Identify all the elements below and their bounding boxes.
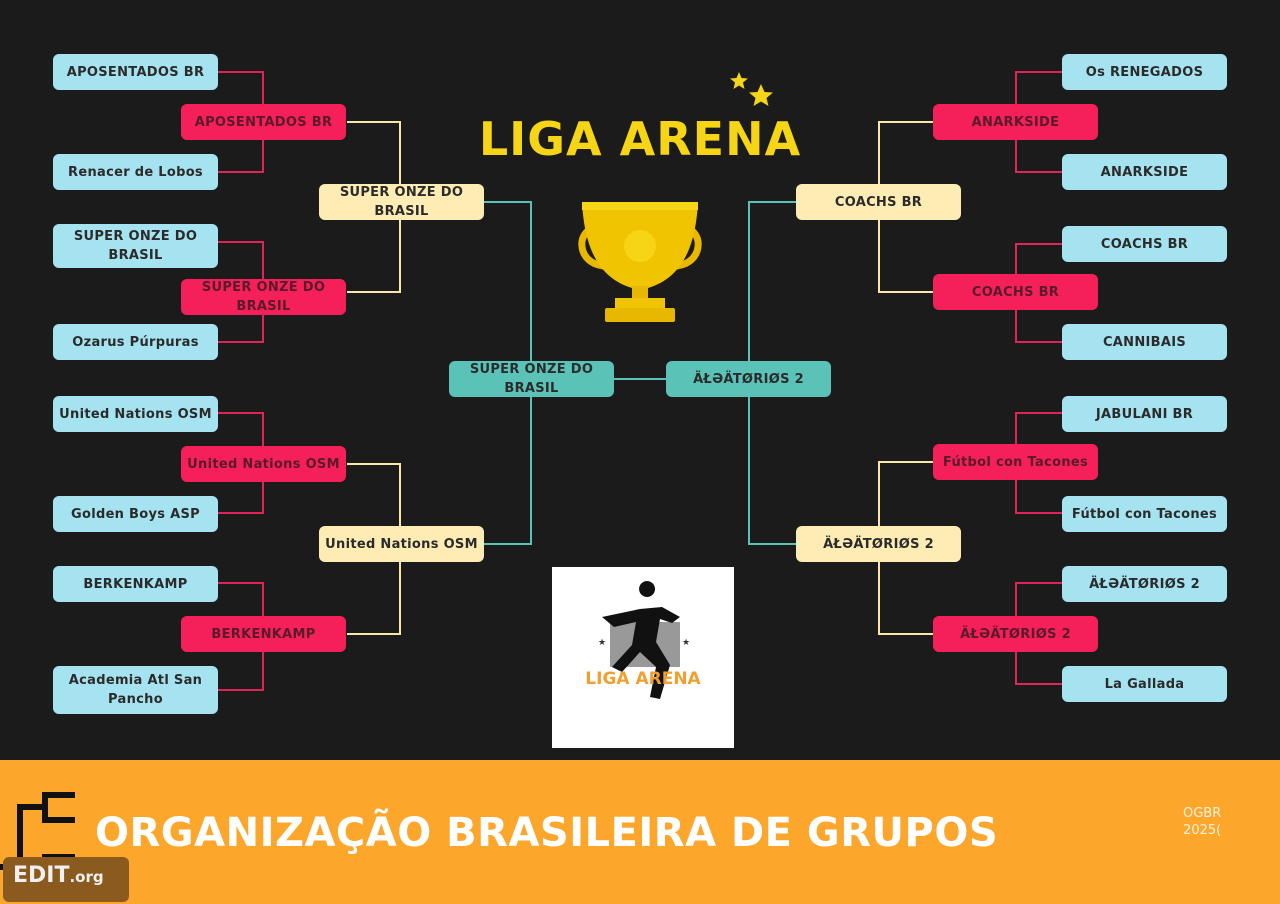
team-slot[interactable]: La Gallada <box>1062 666 1227 702</box>
round2-slot[interactable]: SUPER ONZE DO BRASIL <box>181 279 346 315</box>
page-title: LIGA ARENA <box>478 112 802 166</box>
team-slot[interactable]: APOSENTADOS BR <box>53 54 218 90</box>
round2-slot[interactable]: ANARKSIDE <box>933 104 1098 140</box>
quarter-slot[interactable]: ÄŁƏÄTØRIØS 2 <box>796 526 961 562</box>
footer-note: OGBR 2025( <box>1183 805 1221 839</box>
team-slot[interactable]: COACHS BR <box>1062 226 1227 262</box>
team-slot[interactable]: JABULANI BR <box>1062 396 1227 432</box>
team-slot[interactable]: Fútbol con Tacones <box>1062 496 1227 532</box>
player-silhouette-icon: ★★ <box>598 581 690 699</box>
trophy-icon <box>578 202 702 322</box>
footer-banner: ORGANIZAÇÃO BRASILEIRA DE GRUPOS OGBR 202… <box>0 760 1280 904</box>
bracket-icon <box>0 792 75 885</box>
team-slot[interactable]: Os RENEGADOS <box>1062 54 1227 90</box>
team-slot[interactable]: SUPER ONZE DO BRASIL <box>53 224 218 268</box>
quarter-slot[interactable]: SUPER ONZE DO BRASIL <box>319 184 484 220</box>
team-slot[interactable]: Academia Atl San Pancho <box>53 666 218 714</box>
watermark-text: EDIT <box>13 863 70 888</box>
edit-org-watermark: EDIT.org <box>3 857 129 902</box>
bracket-lines <box>218 71 1062 691</box>
round2-slot[interactable]: Fútbol con Tacones <box>933 444 1098 480</box>
semi-slot[interactable]: SUPER ONZE DO BRASIL <box>449 361 614 397</box>
team-slot[interactable]: ÄŁƏÄTØRIØS 2 <box>1062 566 1227 602</box>
quarter-slot[interactable]: United Nations OSM <box>319 526 484 562</box>
team-slot[interactable]: ANARKSIDE <box>1062 154 1227 190</box>
stars-icon <box>730 72 773 106</box>
team-slot[interactable]: CANNIBAIS <box>1062 324 1227 360</box>
watermark-suffix: .org <box>69 868 104 886</box>
round2-slot[interactable]: BERKENKAMP <box>181 616 346 652</box>
note-line: OGBR <box>1183 806 1222 821</box>
logo-text: LIGA ARENA <box>585 669 701 689</box>
team-slot[interactable]: Renacer de Lobos <box>53 154 218 190</box>
svg-text:★: ★ <box>598 638 606 648</box>
liga-arena-logo: ★★ LIGA ARENA <box>552 567 734 748</box>
team-slot[interactable]: BERKENKAMP <box>53 566 218 602</box>
semi-slot[interactable]: ÄŁƏÄTØRIØS 2 <box>666 361 831 397</box>
team-slot[interactable]: United Nations OSM <box>53 396 218 432</box>
quarter-slot[interactable]: COACHS BR <box>796 184 961 220</box>
round2-slot[interactable]: United Nations OSM <box>181 446 346 482</box>
round2-slot[interactable]: APOSENTADOS BR <box>181 104 346 140</box>
team-slot[interactable]: Ozarus Púrpuras <box>53 324 218 360</box>
round2-slot[interactable]: ÄŁƏÄTØRIØS 2 <box>933 616 1098 652</box>
round2-slot[interactable]: COACHS BR <box>933 274 1098 310</box>
svg-text:★: ★ <box>682 638 690 648</box>
note-line: 2025( <box>1183 823 1222 838</box>
footer-title: ORGANIZAÇÃO BRASILEIRA DE GRUPOS <box>95 810 999 856</box>
team-slot[interactable]: Golden Boys ASP <box>53 496 218 532</box>
